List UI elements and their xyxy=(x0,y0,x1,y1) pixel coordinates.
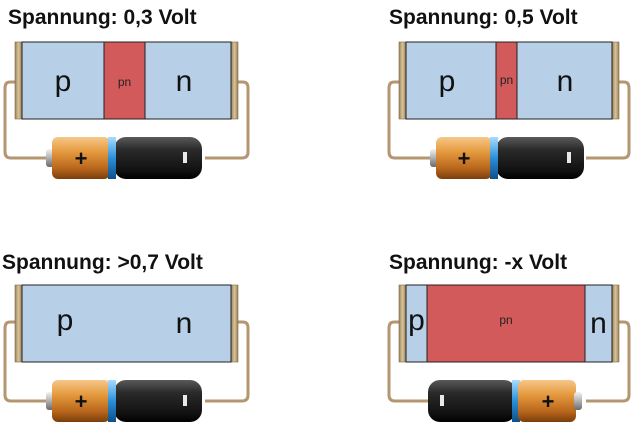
wire xyxy=(387,80,432,160)
battery-ring xyxy=(490,137,498,179)
battery-plus-body xyxy=(52,137,110,179)
left-electrode xyxy=(398,284,407,363)
right-electrode xyxy=(611,41,620,120)
right-electrode xyxy=(611,284,620,363)
pn-label: pn xyxy=(499,313,512,327)
n-region xyxy=(584,284,613,363)
panel-minus-x-volt: Spannung: -x Volt p pn n + xyxy=(317,217,634,435)
left-electrode xyxy=(14,41,23,120)
battery-ring xyxy=(512,380,520,422)
diode-circuit-diagram: p n + xyxy=(3,284,250,422)
left-electrode xyxy=(398,41,407,120)
battery-plus-sign: + xyxy=(75,146,88,171)
battery: + xyxy=(46,137,202,179)
pn-region xyxy=(103,41,146,120)
battery-ring xyxy=(108,137,116,179)
battery-plus-sign: + xyxy=(458,146,471,171)
panel-title: Spannung: >0,7 Volt xyxy=(2,251,203,274)
battery-plus-sign: + xyxy=(75,389,88,414)
n-label: n xyxy=(590,307,607,340)
left-electrode xyxy=(14,284,23,363)
diode-circuit-diagram: p pn n + xyxy=(387,41,631,179)
battery-plus-body xyxy=(518,380,576,422)
diode-circuit-diagram: p pn n + xyxy=(387,284,631,422)
battery-plus-sign: + xyxy=(542,389,555,414)
p-label: p xyxy=(408,304,425,337)
battery-ring xyxy=(108,380,116,422)
battery-minus-sign xyxy=(440,395,444,406)
n-label: n xyxy=(176,307,193,340)
p-region xyxy=(21,41,105,120)
pn-label: pn xyxy=(118,75,131,89)
wire xyxy=(205,320,250,403)
panel-0-5-volt: Spannung: 0,5 Volt p pn n + xyxy=(317,0,634,217)
p-label: p xyxy=(55,65,72,98)
battery-minus-sign xyxy=(183,152,187,163)
battery-minus-body xyxy=(496,137,584,179)
battery-minus-body xyxy=(114,137,202,179)
battery: + xyxy=(428,380,582,422)
wire xyxy=(3,320,48,403)
panel-0-3-volt: Spannung: 0,3 Volt p pn n + xyxy=(0,0,317,217)
p-label: p xyxy=(57,304,74,337)
wire xyxy=(3,80,48,160)
battery-plus-body xyxy=(52,380,110,422)
wire xyxy=(586,80,631,160)
battery-minus-body xyxy=(428,380,516,422)
panel-title: Spannung: -x Volt xyxy=(389,251,568,274)
pn-region-combined xyxy=(21,284,232,363)
n-label: n xyxy=(176,65,193,98)
panel-title: Spannung: 0,5 Volt xyxy=(389,6,578,29)
battery-minus-body xyxy=(114,380,202,422)
n-region xyxy=(144,41,232,120)
n-label: n xyxy=(557,65,574,98)
wire xyxy=(205,80,250,160)
p-region xyxy=(405,41,497,120)
pn-region xyxy=(426,284,586,363)
battery: + xyxy=(46,380,202,422)
n-region xyxy=(516,41,613,120)
wire xyxy=(586,320,631,403)
pn-label: pn xyxy=(500,73,513,87)
diode-circuit-diagram: p pn n + xyxy=(3,41,250,179)
battery-plus-body xyxy=(436,137,492,179)
panel-title: Spannung: 0,3 Volt xyxy=(8,6,197,29)
right-electrode xyxy=(230,284,239,363)
battery: + xyxy=(430,137,584,179)
p-label: p xyxy=(439,65,456,98)
battery-minus-sign xyxy=(567,152,571,163)
battery-minus-sign xyxy=(183,395,187,406)
right-electrode xyxy=(230,41,239,120)
battery-nub xyxy=(574,392,582,410)
wire xyxy=(387,320,432,403)
panel-0-7-volt: Spannung: >0,7 Volt p n + xyxy=(0,217,317,435)
